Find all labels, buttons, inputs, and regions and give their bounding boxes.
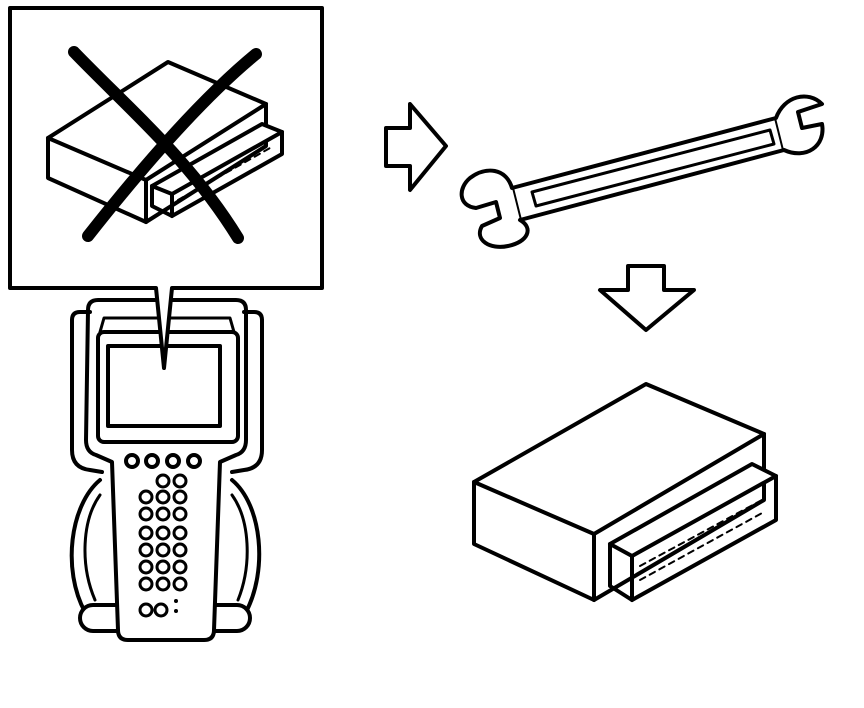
keypad-key	[172, 525, 188, 541]
keypad	[138, 473, 188, 618]
keypad-key	[138, 576, 154, 592]
keypad-key	[138, 525, 154, 541]
keypad-key	[155, 542, 171, 558]
keypad-key	[155, 506, 171, 522]
ecu-module-crossed-icon	[46, 46, 284, 244]
arrow-right-icon	[384, 102, 448, 192]
keypad-key	[155, 489, 171, 505]
keypad-key	[153, 602, 169, 618]
scan-tool-icon	[69, 298, 264, 642]
keypad-key	[172, 576, 188, 592]
keypad-key	[172, 542, 188, 558]
wrench-icon	[459, 94, 825, 249]
keypad-key	[155, 473, 171, 489]
keypad-key	[155, 525, 171, 541]
keypad-key	[138, 489, 154, 505]
keypad-key	[172, 559, 188, 575]
arrow-down-icon	[598, 264, 696, 332]
keypad-key	[172, 473, 188, 489]
keypad-key	[155, 576, 171, 592]
keypad-key	[138, 602, 154, 618]
keypad-key	[172, 506, 188, 522]
ecu-module-icon	[472, 382, 778, 602]
keypad-key	[138, 542, 154, 558]
keypad-key	[138, 559, 154, 575]
keypad-key	[138, 506, 154, 522]
keypad-key	[172, 489, 188, 505]
keypad-key	[155, 559, 171, 575]
